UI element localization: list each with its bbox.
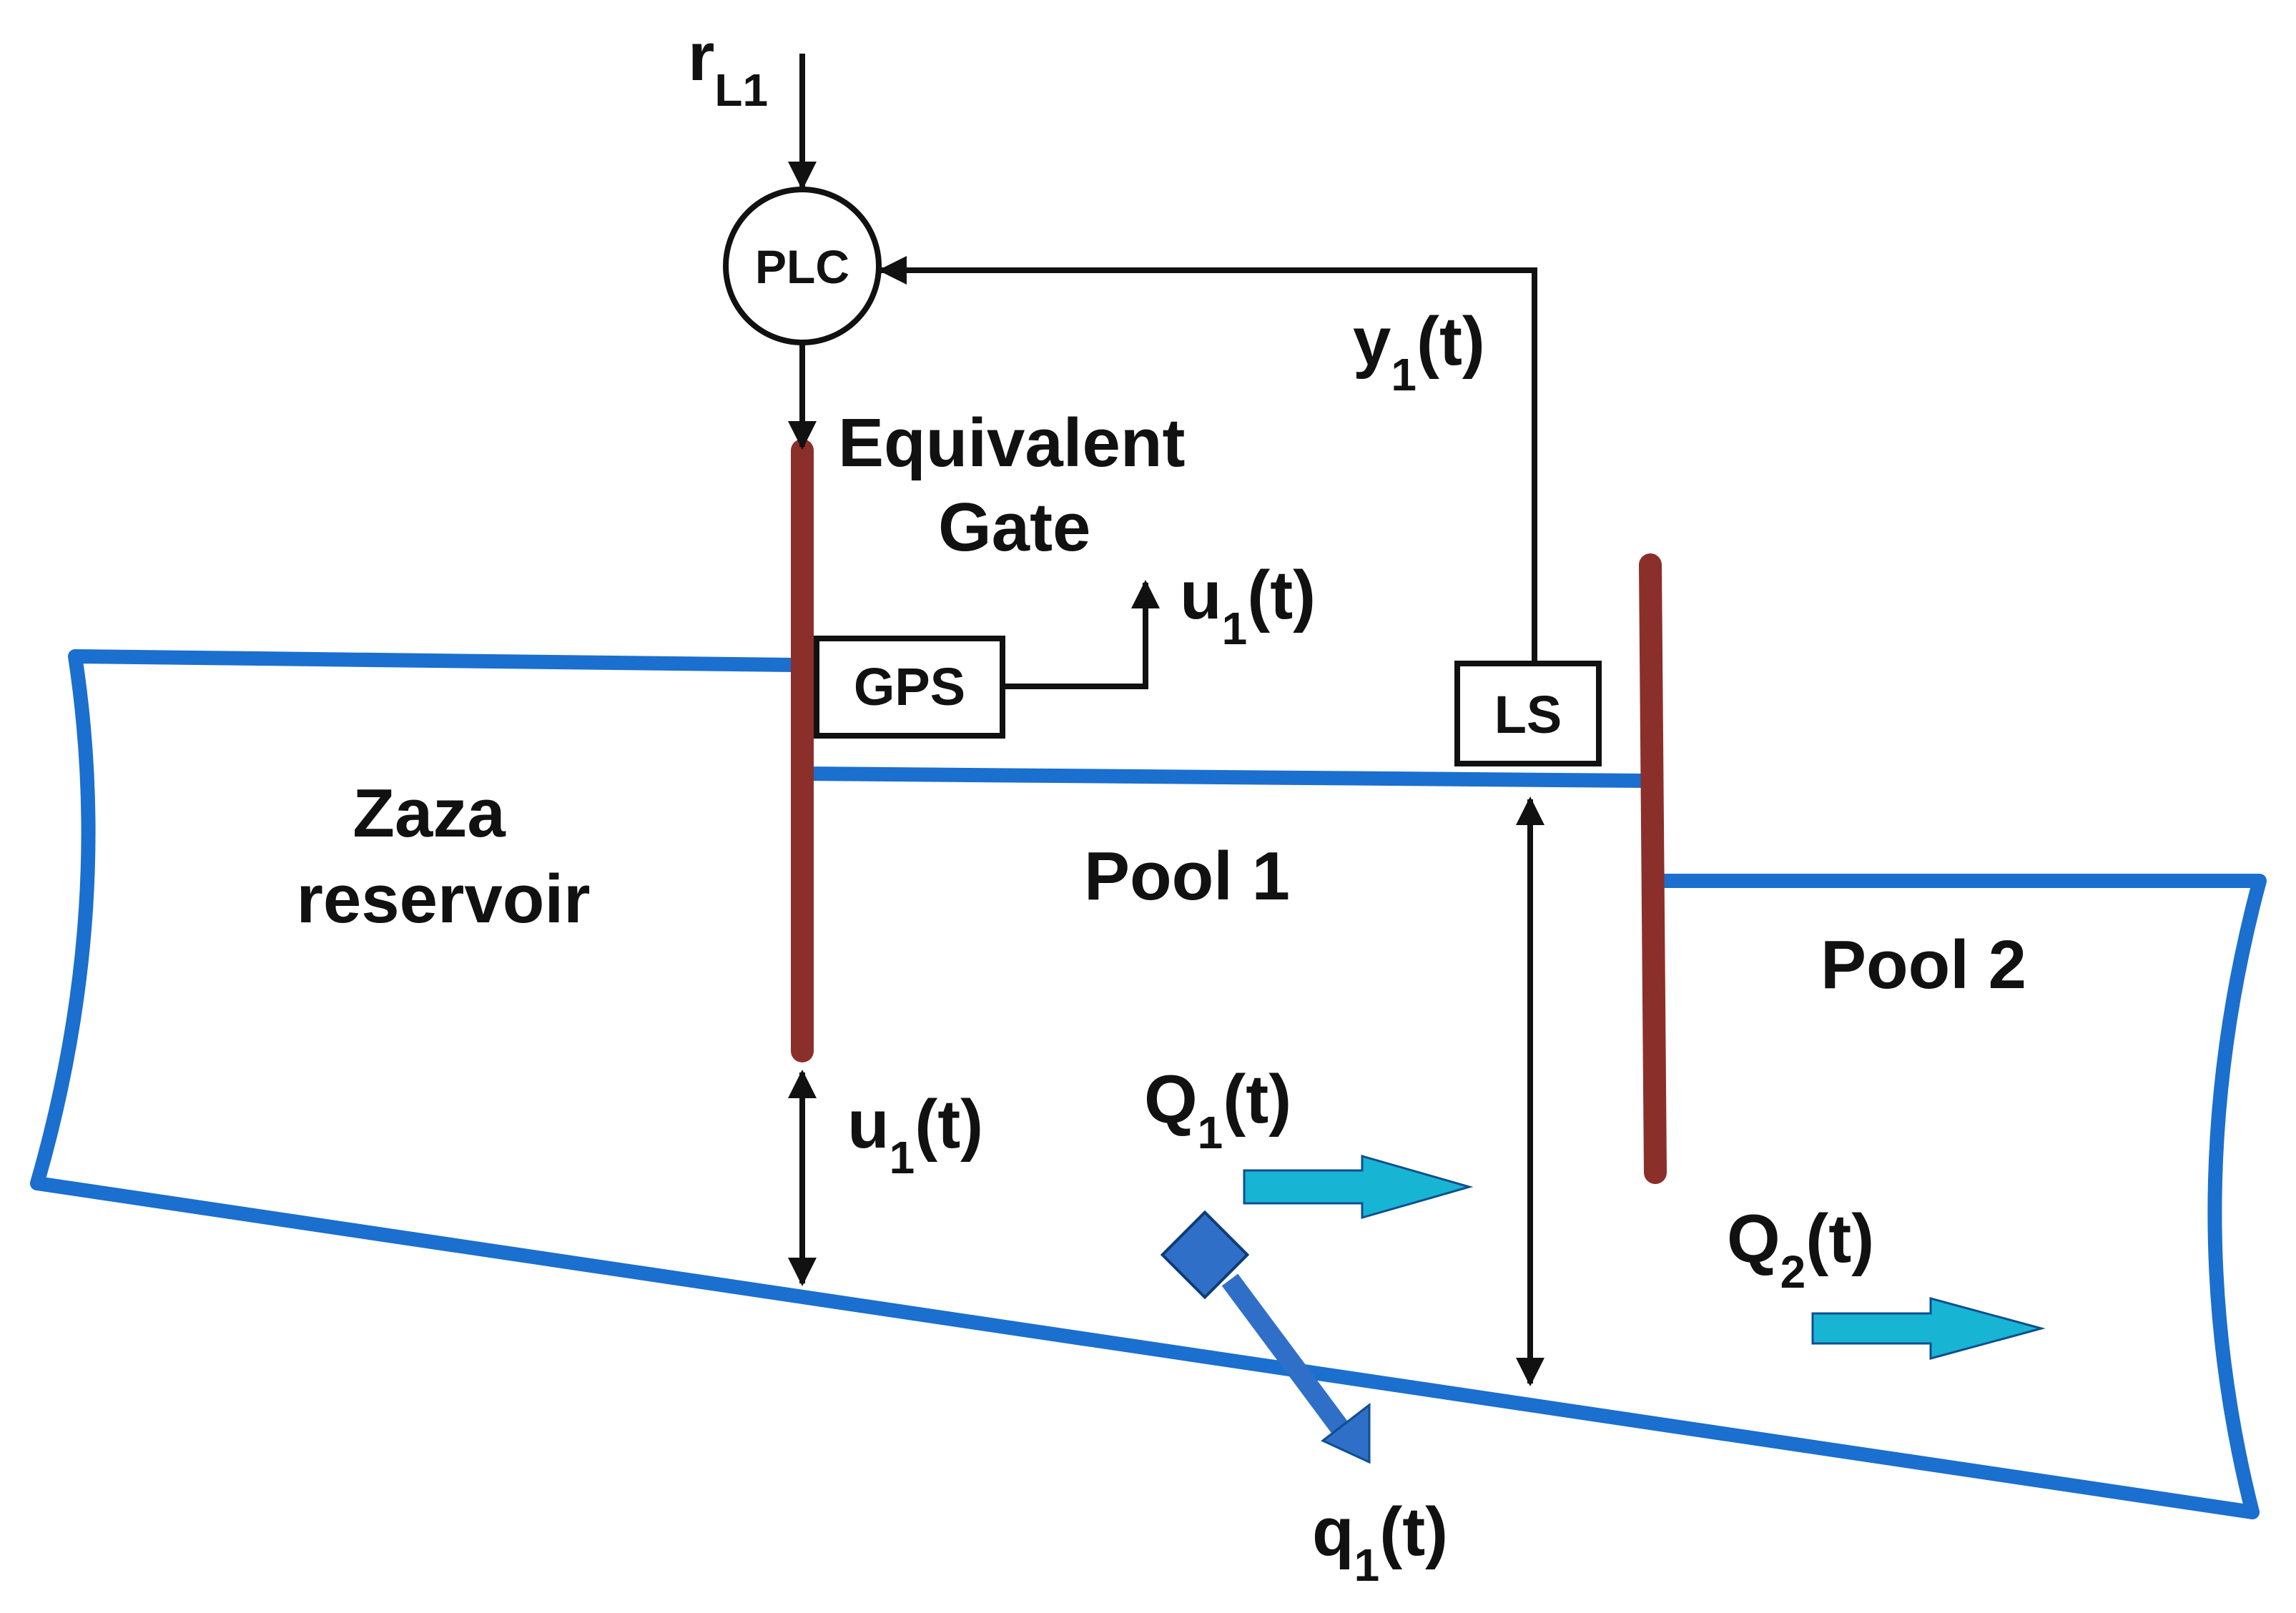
gps-sensor: GPS <box>814 636 1005 739</box>
gate-title-line2: Gate <box>938 489 1090 566</box>
level-sensor: LS <box>1454 661 1602 766</box>
reservoir-label-line1: Zaza <box>353 775 506 852</box>
reference-label: rL1 <box>688 19 768 116</box>
downstream-gate <box>1639 553 1667 1184</box>
flow1-arrow <box>1243 1155 1474 1219</box>
pool2-label: Pool 2 <box>1820 927 2026 1003</box>
canal-outline <box>30 649 2267 1519</box>
canal-bed <box>30 1176 2260 1519</box>
ls-box <box>1454 661 1602 766</box>
offtake-label: q1(t) <box>1312 1494 1448 1591</box>
flow1-label: Q1(t) <box>1144 1061 1291 1158</box>
gps-box <box>814 636 1005 739</box>
plc-controller: PLC <box>723 187 882 345</box>
offtake-outlet <box>1160 1210 1371 1464</box>
flow2-label: Q2(t) <box>1727 1200 1874 1298</box>
gps-label: GPS <box>854 657 965 716</box>
gps-output-arrow <box>1002 580 1160 689</box>
pool2-water-surface <box>1650 874 2267 1519</box>
feedback-signal-label: y1(t) <box>1353 303 1485 400</box>
reservoir-water-surface <box>30 649 801 1190</box>
offtake-pipe <box>1221 1273 1353 1440</box>
plc-label: PLC <box>755 240 849 293</box>
offtake-valve <box>1160 1210 1250 1300</box>
plc-circle <box>723 187 882 345</box>
pool1-label: Pool 1 <box>1084 838 1290 914</box>
level-feedback-arrow <box>878 256 1537 664</box>
reservoir-label-line2: reservoir <box>297 861 591 937</box>
gate-title-line1: Equivalent <box>838 405 1185 481</box>
pool1-water-surface <box>797 766 1650 788</box>
ls-label: LS <box>1494 685 1562 744</box>
gate-signal-label: u1(t) <box>1180 557 1316 654</box>
offtake-arrowhead <box>1321 1402 1371 1464</box>
gate-opening-label: u1(t) <box>847 1086 983 1183</box>
flow2-arrow <box>1811 1297 2046 1360</box>
